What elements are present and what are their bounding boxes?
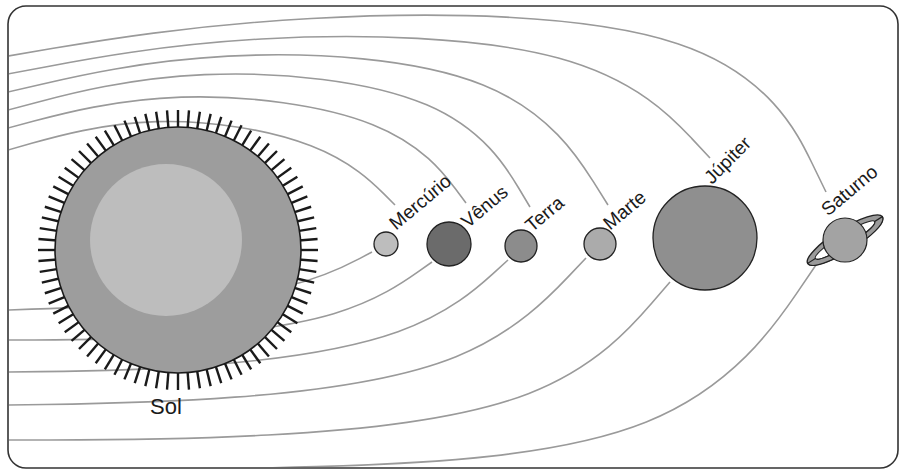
planet-label: Vênus <box>458 182 511 231</box>
planet-body: Marte <box>584 228 616 260</box>
planet-shape <box>505 230 537 262</box>
planet-body: Mercúrio <box>374 232 398 256</box>
planet-label: Júpiter <box>701 133 755 187</box>
sun-body: Sol <box>55 127 301 373</box>
planet-label: Terra <box>522 193 567 235</box>
sun-shape <box>55 127 301 373</box>
planet-shape <box>374 232 398 256</box>
planet-label: Saturno <box>818 162 881 219</box>
planet-shape <box>653 186 757 290</box>
planet-label: Marte <box>600 187 649 233</box>
planet-shape <box>823 218 867 262</box>
orbit-lines <box>9 15 826 467</box>
sun-label: Sol <box>150 396 182 418</box>
planet-body: Vênus <box>427 222 471 266</box>
frame <box>8 6 898 468</box>
planet-shape <box>427 222 471 266</box>
planet-body: Saturno <box>823 218 867 262</box>
planet-body: Terra <box>505 230 537 262</box>
planet-body: Júpiter <box>653 186 757 290</box>
orbit-line <box>9 37 710 158</box>
